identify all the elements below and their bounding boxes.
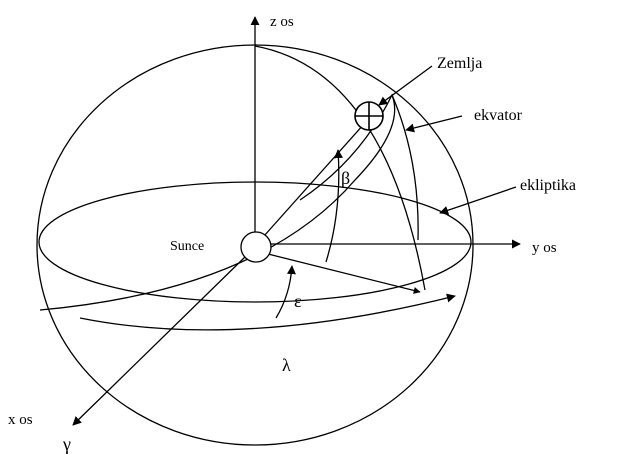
beta-arc (325, 149, 344, 263)
lambda-label: λ (282, 355, 291, 375)
earth-pointer (378, 65, 433, 106)
epsilon-arc (275, 265, 296, 319)
earth-symbol (354, 101, 384, 131)
earth-label: Zemlja (437, 55, 482, 72)
ecliptic-pointer (439, 186, 517, 215)
sun-label: Sunce (170, 239, 204, 254)
vernal-point-label: γ (62, 434, 71, 454)
y-axis-label: y os (532, 240, 557, 256)
equator-label: ekvator (474, 107, 523, 124)
lambda-arc (79, 293, 456, 331)
epsilon-label: ε (294, 291, 302, 311)
sun-earth-line (263, 123, 365, 237)
sun-ecliptic-line (267, 253, 421, 294)
ecliptic-label: ekliptika (520, 177, 576, 194)
earth-to-ecliptic-arc (391, 94, 419, 241)
equator-circle (39, 93, 396, 311)
x-axis (72, 255, 247, 426)
beta-label: β (341, 168, 350, 188)
equator-pointer (405, 115, 463, 133)
sun-circle (240, 231, 272, 263)
z-axis-label: z os (270, 14, 294, 30)
x-axis-label: x os (8, 412, 33, 428)
